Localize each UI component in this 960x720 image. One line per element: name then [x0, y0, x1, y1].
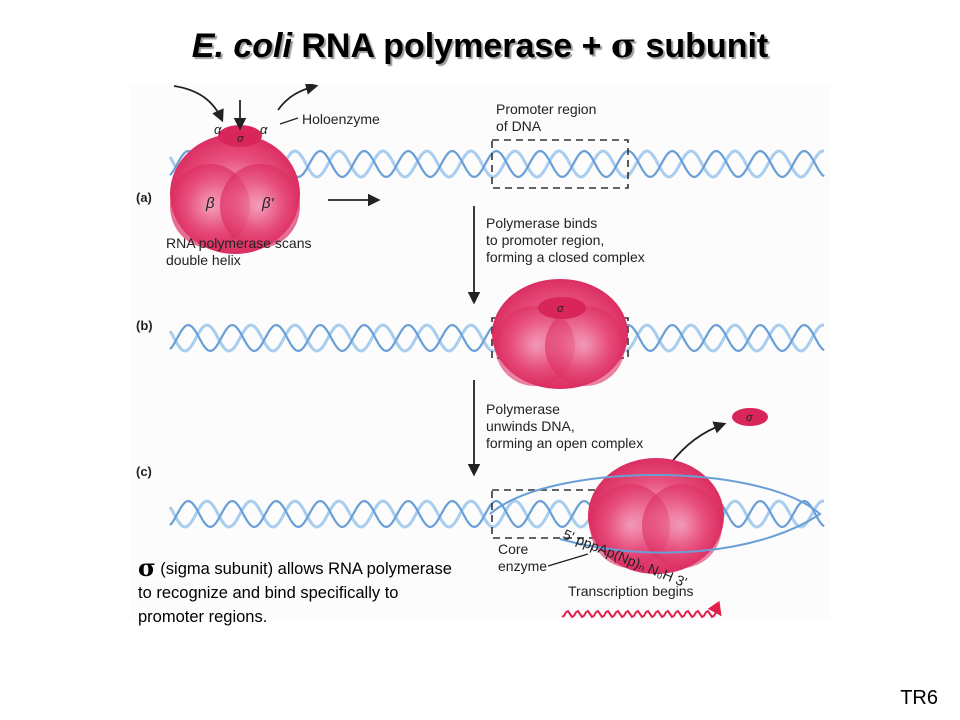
title-end: subunit	[636, 27, 769, 65]
sigma-out-arrow	[277, 84, 319, 111]
panel-label-a: (a)	[136, 190, 152, 205]
sigma-label-released: σ	[746, 412, 753, 424]
scan-label-line2: double helix	[166, 252, 241, 268]
binds-label-line2: to promoter region,	[486, 232, 604, 248]
beta-label: β	[205, 195, 215, 212]
unwinds-label-line3: forming an open complex	[486, 435, 643, 451]
promoter-label-line1: Promoter region	[496, 101, 596, 117]
sigma-in-arrow	[173, 85, 224, 123]
open-complex-c	[588, 458, 724, 574]
holoenzyme-a: α σ α β β'	[170, 122, 300, 254]
rna-polymerase-diagram: α σ α β β' Holoenzyme Promoter region of…	[130, 84, 830, 619]
scan-label-line1: RNA polymerase scans	[166, 235, 312, 251]
promoter-box-a	[491, 139, 629, 189]
title-middle: RNA polymerase +	[291, 27, 611, 65]
sigma-label-a: σ	[237, 133, 244, 145]
alpha-label-right: α	[260, 122, 268, 137]
core-leader-line	[547, 553, 589, 567]
holoenzyme-label: Holoenzyme	[302, 111, 380, 127]
beta-prime-label: β'	[261, 195, 275, 212]
caption-sigma-symbol: σ	[138, 553, 156, 582]
sigma-subunit-a	[218, 125, 262, 147]
slide-title: E. coli RNA polymerase + σ subunit	[0, 26, 960, 66]
core-label-line1: Core	[498, 541, 529, 557]
sigma-subunit-b	[538, 297, 586, 319]
title-sigma: σ	[610, 26, 637, 66]
released-sigma	[732, 408, 768, 426]
unwinds-label-line2: unwinds DNA,	[486, 418, 575, 434]
binds-label-line3: forming a closed complex	[486, 249, 645, 265]
panel-label-c: (c)	[136, 464, 152, 479]
sigma-label-b: σ	[557, 303, 564, 315]
panel-label-b: (b)	[136, 318, 153, 333]
transcription-label: Transcription begins	[568, 583, 694, 599]
holoenzyme-leader-line	[279, 117, 299, 125]
caption-text: (sigma subunit) allows RNA polymerase to…	[138, 560, 452, 626]
title-organism: E. coli	[191, 27, 292, 65]
unwinds-label-line1: Polymerase	[486, 401, 560, 417]
slide-id: TR6	[900, 687, 938, 709]
promoter-label-line2: of DNA	[496, 118, 542, 134]
caption: σ (sigma subunit) allows RNA polymerase …	[138, 556, 468, 629]
unwound-dna-loop	[489, 474, 822, 554]
alpha-label-left: α	[214, 122, 222, 137]
core-label-line2: enzyme	[498, 558, 547, 574]
binds-label-line1: Polymerase binds	[486, 215, 597, 231]
sigma-release-arrow	[669, 421, 727, 465]
closed-complex-b: σ	[492, 279, 628, 389]
rna-transcript-arrow	[561, 600, 722, 619]
